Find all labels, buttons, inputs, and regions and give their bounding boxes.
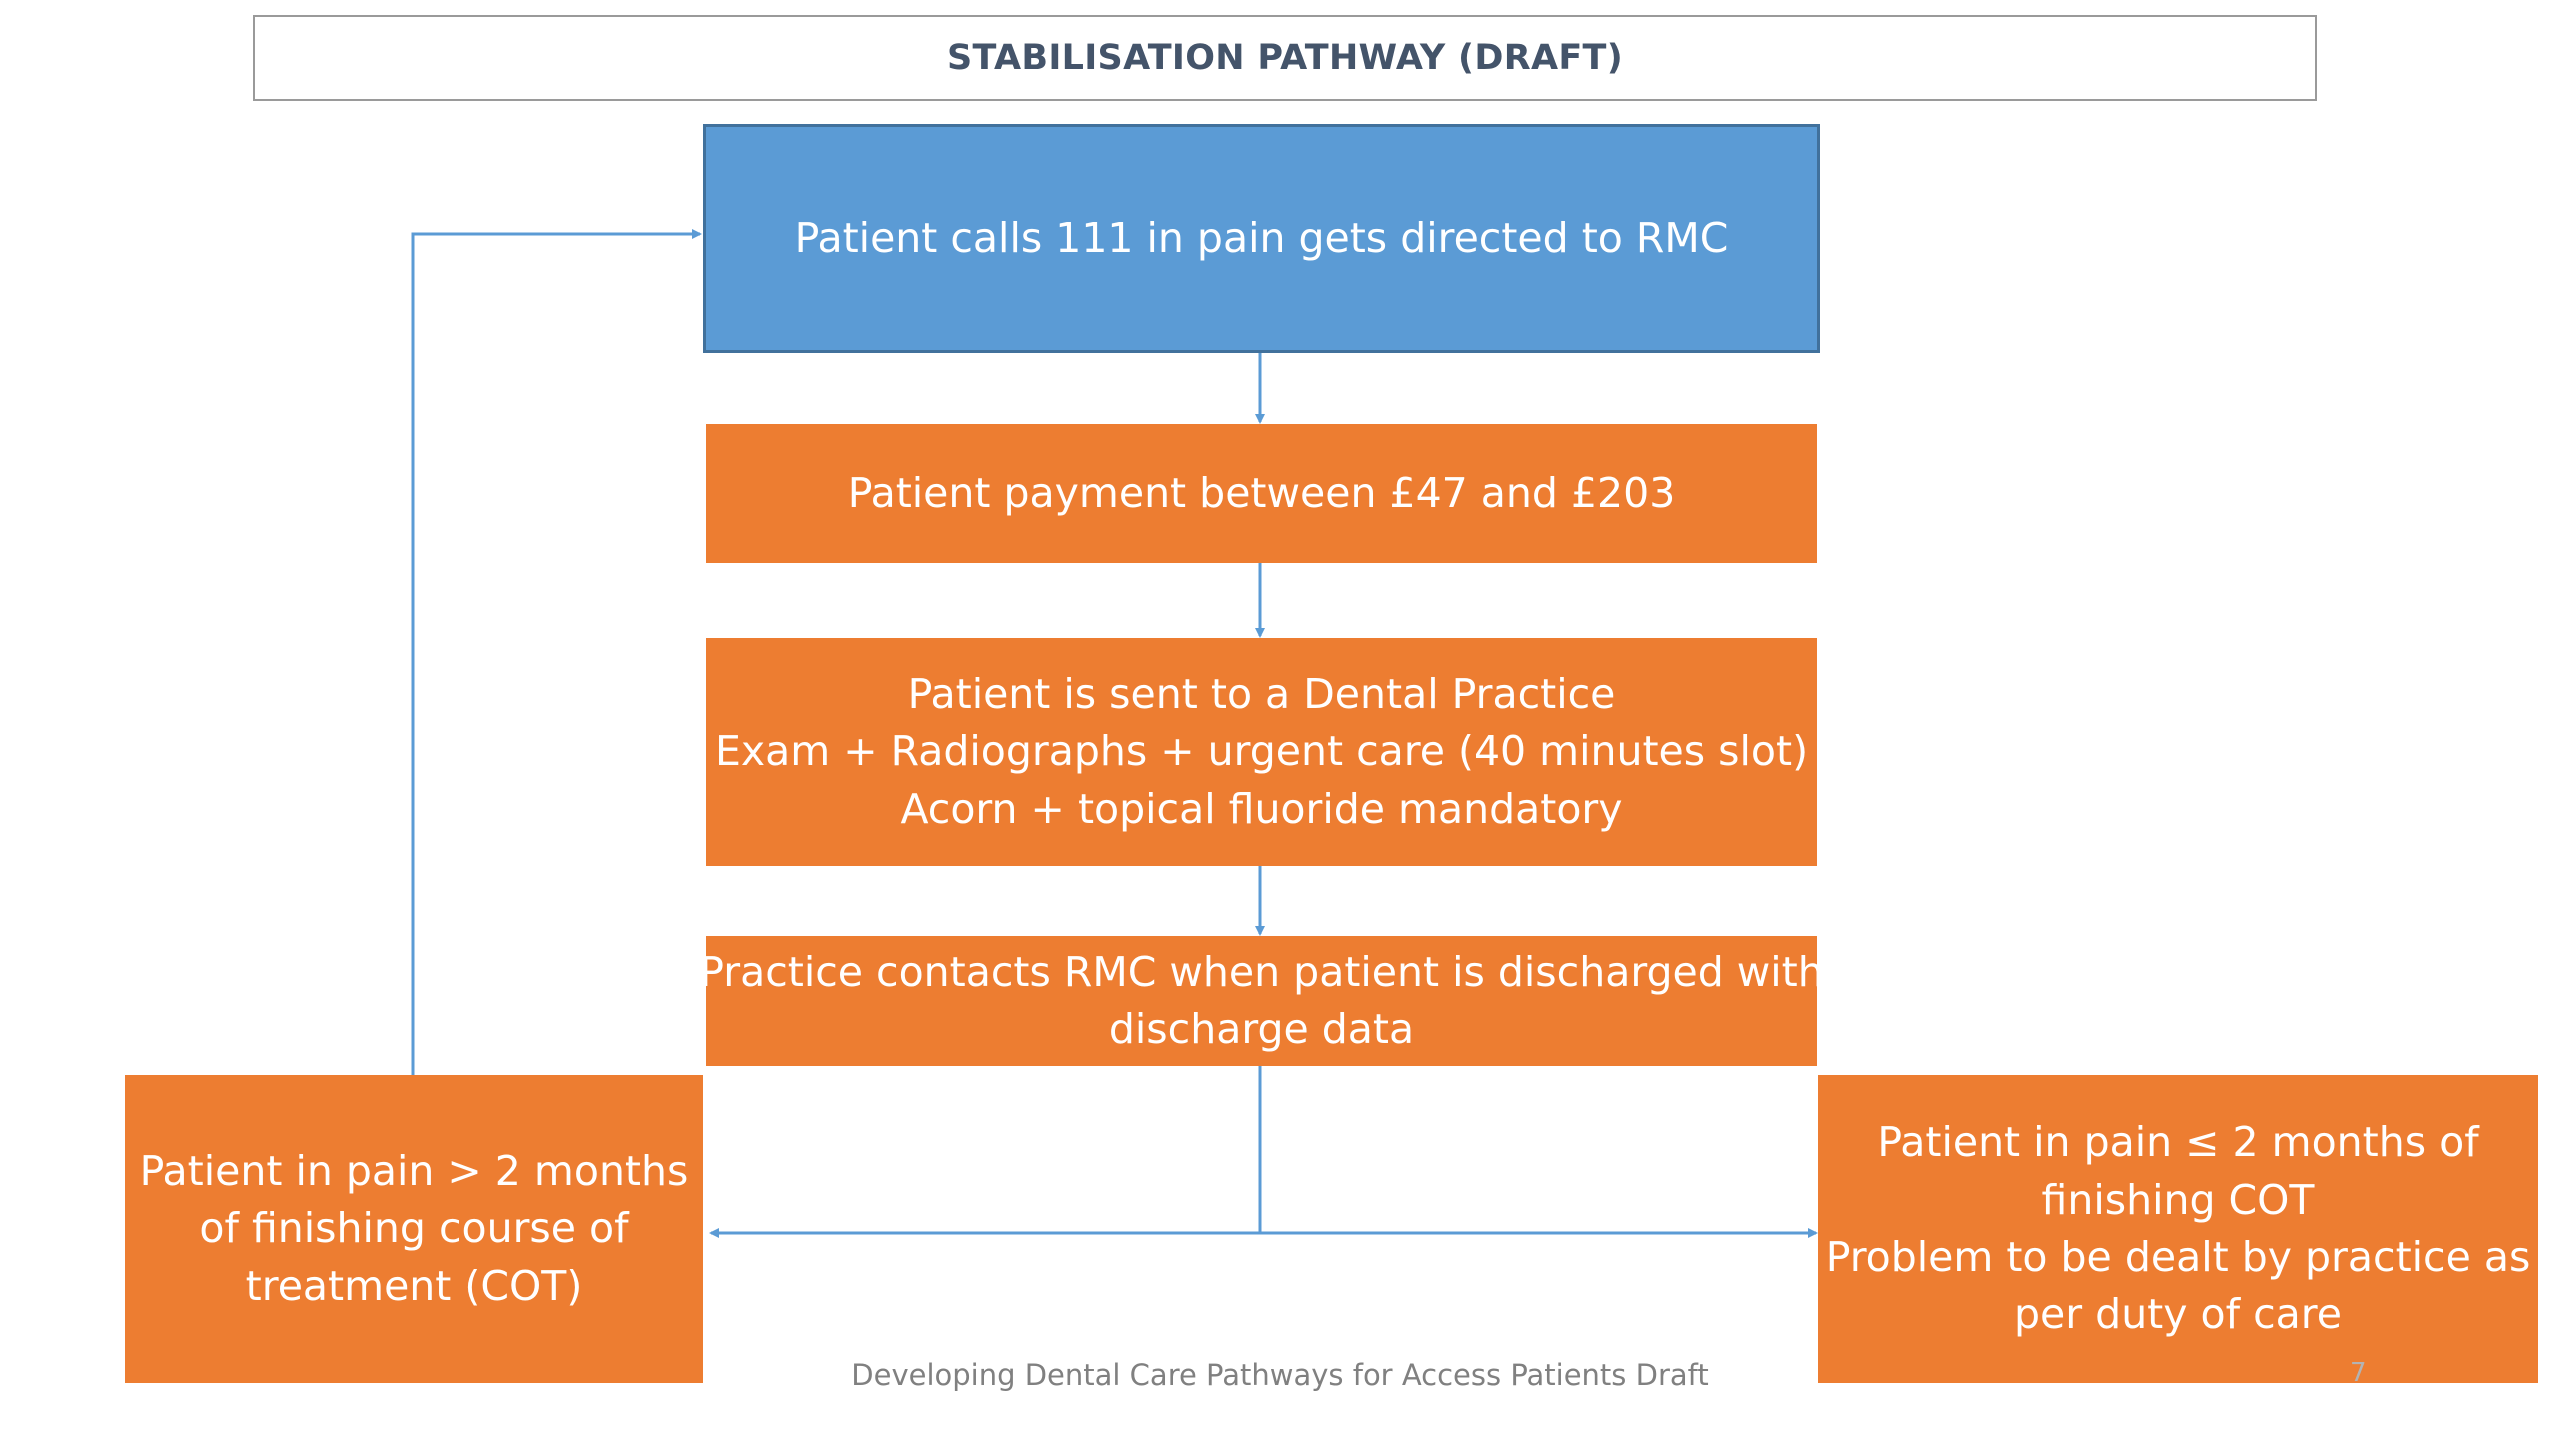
slide-page-number: 7 (2350, 1358, 2367, 1388)
step-text-line: Acorn + topical fluoride mandatory (900, 784, 1623, 833)
outcome-pain-under-2-months: Patient in pain ≤ 2 months of finishing … (1818, 1075, 2538, 1383)
step-text-line: Exam + Radiographs + urgent care (40 min… (714, 727, 1809, 776)
outcome-pain-over-2-months: Patient in pain > 2 months of finishing … (125, 1075, 703, 1383)
step-text-line: Problem to be dealt by practice as (1825, 1233, 2531, 1281)
pathway-title: STABILISATION PATHWAY (DRAFT) (253, 15, 2317, 101)
step-text-line: Patient in pain > 2 months (139, 1146, 689, 1195)
arrow-loop-back-to-call (411, 229, 702, 1075)
step-patient-calls-111: Patient calls 111 in pain gets directed … (703, 124, 1820, 353)
step-text-line: of finishing course of (199, 1204, 629, 1253)
step-text-line: Patient payment between £47 and £203 (847, 468, 1676, 517)
step-text-line: treatment (COT) (245, 1261, 583, 1310)
step-text-line: Practice contacts RMC when patient is di… (699, 947, 1824, 996)
step-text-line: per duty of care (2014, 1290, 2342, 1339)
step-patient-payment: Patient payment between £47 and £203 (706, 424, 1817, 563)
step-text-line: Patient calls 111 in pain gets directed … (794, 213, 1729, 262)
step-text-line: finishing COT (2041, 1175, 2315, 1224)
slide-footer: Developing Dental Care Pathways for Acce… (851, 1358, 1709, 1392)
step-text-line: discharge data (1108, 1005, 1415, 1053)
step-text-line: Patient in pain ≤ 2 months of (1877, 1118, 2479, 1167)
step-dental-practice: Patient is sent to a Dental Practice Exa… (706, 638, 1817, 866)
step-text-line: Patient is sent to a Dental Practice (907, 669, 1616, 718)
step-practice-contacts-rmc: Practice contacts RMC when patient is di… (699, 936, 1824, 1066)
